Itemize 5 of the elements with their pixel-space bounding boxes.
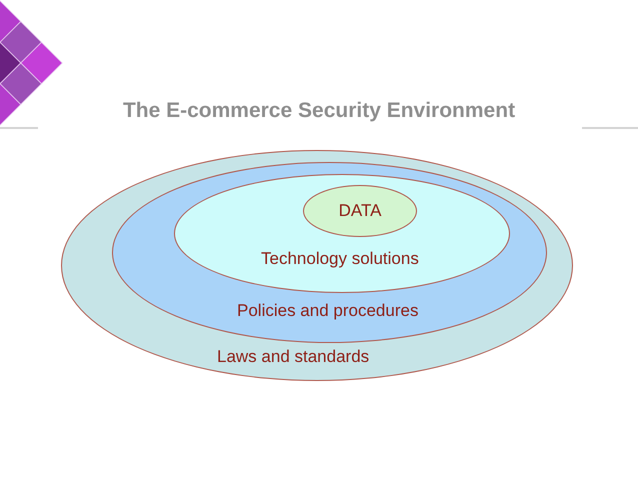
layer-label: Technology solutions: [261, 249, 419, 269]
core-label: DATA: [338, 201, 382, 221]
layer-label: Policies and procedures: [237, 301, 418, 321]
layer-label: Laws and standards: [217, 347, 370, 367]
slide-title: The E-commerce Security Environment: [122, 99, 516, 123]
